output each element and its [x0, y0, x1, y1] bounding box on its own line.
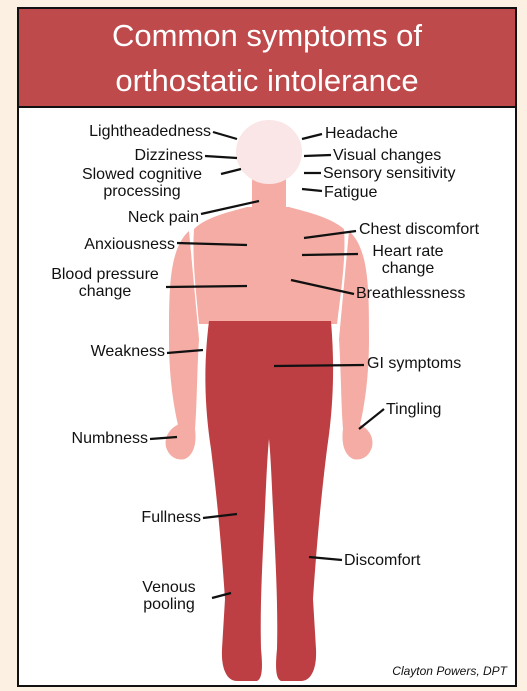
- label-dizziness: Dizziness: [39, 147, 203, 164]
- label-tingling: Tingling: [386, 401, 441, 418]
- label-weakness: Weakness: [39, 343, 165, 360]
- label-anxiousness: Anxiousness: [29, 236, 175, 253]
- legs: [205, 321, 333, 681]
- label-sensory-sensitivity: Sensory sensitivity: [323, 165, 456, 182]
- author-credit: Clayton Powers, DPT: [392, 664, 507, 678]
- label-discomfort: Discomfort: [344, 552, 420, 569]
- torso: [193, 207, 344, 324]
- title-banner: Common symptoms of orthostatic intoleran…: [19, 9, 515, 108]
- label-heart-rate-1: Heart rate: [349, 243, 467, 260]
- right-hand: [342, 424, 372, 460]
- label-visual-changes: Visual changes: [333, 147, 441, 164]
- leader-visual: [304, 155, 331, 156]
- infographic-frame: Common symptoms of orthostatic intoleran…: [17, 7, 517, 687]
- left-hand: [166, 424, 196, 460]
- title-line-1: Common symptoms of: [19, 19, 515, 53]
- label-gi-symptoms: GI symptoms: [367, 355, 461, 372]
- label-slowed-cognitive-1: Slowed cognitive: [63, 166, 221, 183]
- label-headache: Headache: [325, 125, 398, 142]
- leader-tingling: [359, 409, 384, 429]
- label-neck-pain: Neck pain: [39, 209, 199, 226]
- label-heart-rate-2: change: [349, 260, 467, 277]
- label-breathlessness: Breathlessness: [356, 285, 465, 302]
- leader-bp: [166, 286, 247, 287]
- leader-slowed: [221, 169, 241, 174]
- label-fullness: Fullness: [79, 509, 201, 526]
- leader-fatigue: [302, 189, 322, 191]
- leader-headache: [302, 134, 322, 139]
- leader-gi: [274, 365, 364, 366]
- label-bp-change-2: change: [37, 283, 173, 300]
- label-chest-discomfort: Chest discomfort: [359, 221, 479, 238]
- head: [236, 120, 302, 184]
- label-lightheadedness: Lightheadedness: [39, 123, 211, 140]
- leader-dizziness: [205, 156, 237, 158]
- title-line-2: orthostatic intolerance: [19, 64, 515, 98]
- leader-lightheadedness: [213, 132, 237, 139]
- label-bp-change-1: Blood pressure: [37, 266, 173, 283]
- label-slowed-cognitive-2: processing: [63, 183, 221, 200]
- label-fatigue: Fatigue: [324, 184, 377, 201]
- label-venous-pooling-1: Venous: [129, 579, 209, 596]
- label-numbness: Numbness: [29, 430, 148, 447]
- label-venous-pooling-2: pooling: [129, 596, 209, 613]
